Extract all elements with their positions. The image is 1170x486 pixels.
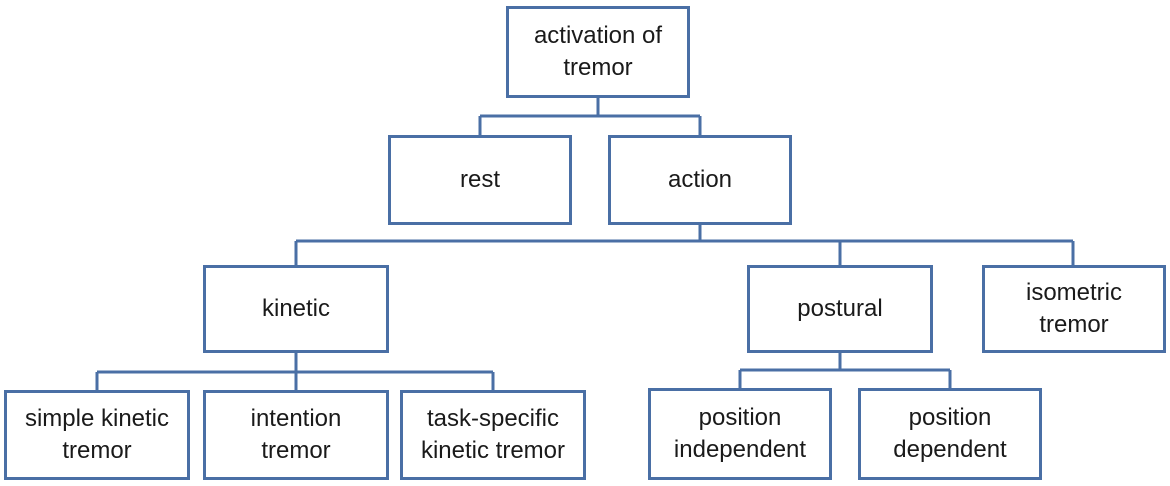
node-label: simple kinetic tremor [24, 405, 170, 464]
node-simple-kinetic-tremor: simple kinetic tremor [4, 390, 190, 480]
node-label: action [667, 166, 733, 193]
node-label: activation of tremor [533, 22, 663, 81]
node-position-dependent: position dependent [858, 388, 1042, 480]
node-position-independent: position independent [648, 388, 832, 480]
node-label: isometric tremor [1025, 279, 1122, 338]
node-action: action [608, 135, 792, 225]
node-isometric-tremor: isometric tremor [982, 265, 1166, 353]
node-task-specific-kinetic-tremor: task-specific kinetic tremor [400, 390, 586, 480]
node-label: rest [459, 166, 500, 193]
node-postural: postural [747, 265, 933, 353]
node-label: postural [797, 295, 883, 322]
node-activation-of-tremor: activation of tremor [506, 6, 690, 98]
node-label: task-specific kinetic tremor [420, 405, 566, 464]
node-kinetic: kinetic [203, 265, 389, 353]
node-label: position dependent [893, 404, 1007, 463]
node-rest: rest [388, 135, 572, 225]
node-label: position independent [673, 404, 807, 463]
node-intention-tremor: intention tremor [203, 390, 389, 480]
node-label: kinetic [261, 295, 331, 322]
node-label: intention tremor [250, 405, 342, 464]
